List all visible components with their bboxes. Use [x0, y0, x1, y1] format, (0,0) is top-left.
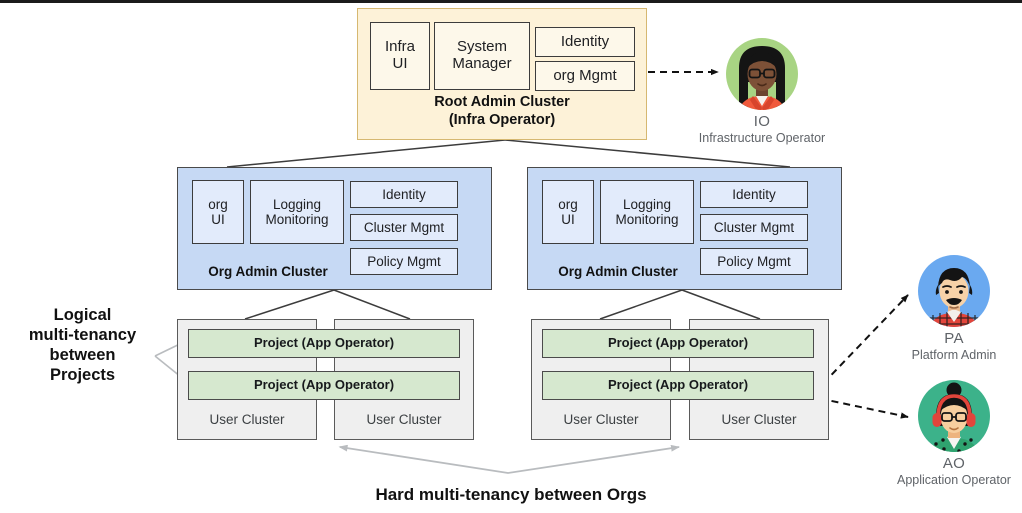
- org1-project-2[interactable]: Project (App Operator): [188, 371, 460, 400]
- caption-line: multi-tenancy: [28, 326, 137, 345]
- org2-component-identity[interactable]: Identity: [700, 181, 808, 208]
- caption-line: Projects: [49, 366, 116, 385]
- persona-io[interactable]: IO Infrastructure Operator: [697, 38, 827, 145]
- org1-user-cluster-1-label: User Cluster: [209, 412, 285, 427]
- person-avatar-ao-icon: [918, 380, 990, 452]
- caption-line: between: [49, 346, 116, 365]
- project-label: Project (App Operator): [253, 377, 395, 393]
- arrow-hard-multitenancy: [338, 444, 680, 474]
- org1-user-cluster-2-label: User Cluster: [366, 412, 442, 427]
- person-avatar-io-icon: [726, 38, 798, 110]
- root-component-label: Identity: [560, 32, 610, 50]
- project-label: Project (App Operator): [253, 335, 395, 351]
- org-component-label: Identity: [382, 186, 426, 202]
- org-admin-cluster-1-title: Org Admin Cluster: [208, 264, 328, 279]
- org1-component-logging-monitoring[interactable]: Logging Monitoring: [250, 180, 344, 244]
- root-component-identity[interactable]: Identity: [535, 27, 635, 57]
- org-component-label: Cluster Mgmt: [363, 219, 445, 235]
- org1-component-policy-mgmt[interactable]: Policy Mgmt: [350, 248, 458, 275]
- org-component-label: Identity: [732, 186, 776, 202]
- persona-abbr: PA: [944, 330, 964, 347]
- persona-abbr: AO: [942, 455, 966, 472]
- org-component-label: Policy Mgmt: [717, 253, 791, 269]
- root-component-label: org Mgmt: [553, 66, 617, 84]
- org-component-label: Cluster Mgmt: [713, 219, 795, 235]
- org2-component-policy-mgmt[interactable]: Policy Mgmt: [700, 248, 808, 275]
- org2-component-cluster-mgmt[interactable]: Cluster Mgmt: [700, 214, 808, 241]
- persona-ao[interactable]: AO Application Operator: [889, 380, 1019, 487]
- org-component-label: org UI: [558, 196, 578, 227]
- org1-project-1[interactable]: Project (App Operator): [188, 329, 460, 358]
- org1-component-org-ui[interactable]: org UI: [192, 180, 244, 244]
- org1-component-identity[interactable]: Identity: [350, 181, 458, 208]
- org-component-label: org UI: [208, 196, 228, 227]
- top-edge-bar: [0, 0, 1022, 3]
- org2-project-2[interactable]: Project (App Operator): [542, 371, 814, 400]
- org2-user-cluster-2-label: User Cluster: [721, 412, 797, 427]
- persona-abbr: IO: [753, 113, 771, 130]
- project-label: Project (App Operator): [607, 335, 749, 351]
- org-to-usercluster-connectors: [244, 289, 761, 320]
- root-component-infra-ui[interactable]: Infra UI: [370, 22, 430, 90]
- org1-component-cluster-mgmt[interactable]: Cluster Mgmt: [350, 214, 458, 241]
- persona-pa[interactable]: PA Platform Admin: [889, 255, 1019, 362]
- root-component-org-mgmt[interactable]: org Mgmt: [535, 61, 635, 91]
- root-component-label: Infra UI: [384, 38, 415, 72]
- caption-hard-multitenancy: Hard multi-tenancy between Orgs: [375, 485, 647, 504]
- persona-name: Application Operator: [897, 473, 1011, 487]
- org2-project-1[interactable]: Project (App Operator): [542, 329, 814, 358]
- org-component-label: Policy Mgmt: [367, 253, 441, 269]
- caption-line: Logical: [53, 306, 112, 324]
- caption-logical-multitenancy: Logical multi-tenancy between Projects: [10, 305, 155, 386]
- root-component-label: System Manager: [452, 38, 512, 72]
- root-component-system-manager[interactable]: System Manager: [434, 22, 530, 90]
- project-label: Project (App Operator): [607, 377, 749, 393]
- org-component-label: Logging Monitoring: [615, 196, 679, 227]
- org-admin-cluster-2-title: Org Admin Cluster: [558, 264, 678, 279]
- persona-name: Infrastructure Operator: [698, 131, 826, 145]
- org-component-label: Logging Monitoring: [265, 196, 329, 227]
- org2-component-logging-monitoring[interactable]: Logging Monitoring: [600, 180, 694, 244]
- persona-name: Platform Admin: [911, 348, 997, 362]
- org2-user-cluster-1-label: User Cluster: [563, 412, 639, 427]
- org2-component-org-ui[interactable]: org UI: [542, 180, 594, 244]
- person-avatar-pa-icon: [918, 255, 990, 327]
- root-admin-cluster-title: Root Admin Cluster (Infra Operator): [434, 94, 570, 129]
